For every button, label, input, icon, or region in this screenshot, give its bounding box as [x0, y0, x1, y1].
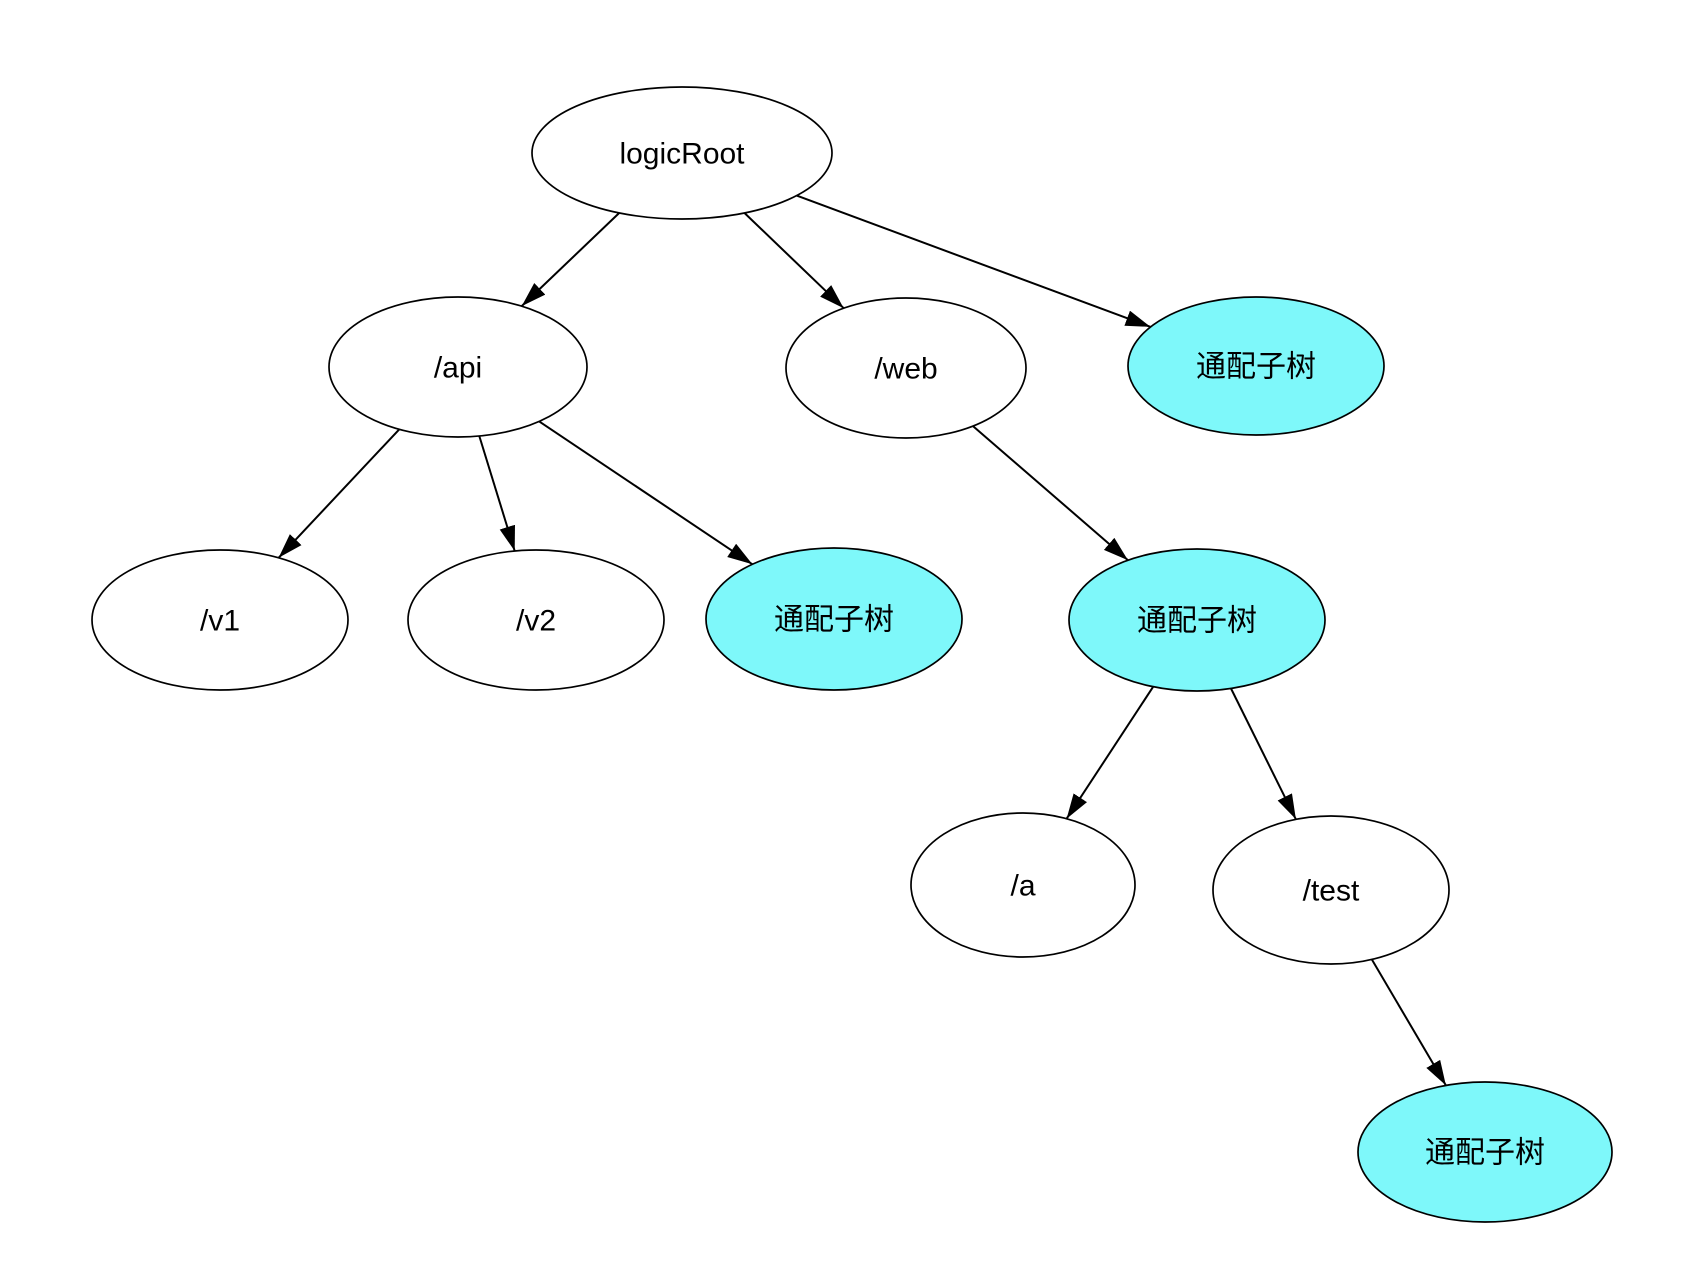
- tree-edge-api-to-wildcard-api: [538, 420, 753, 566]
- tree-edge-wildcard-web-to-a: [1065, 686, 1155, 820]
- tree-edge-wildcard-web-to-test: [1230, 688, 1297, 820]
- node-ellipse-wildcard-api: [705, 547, 963, 691]
- tree-node-logic-root: logicRoot: [531, 86, 833, 220]
- tree-edge-api-to-v2: [478, 435, 516, 552]
- node-ellipse-wildcard-top: [1127, 296, 1385, 436]
- tree-edge-api-to-v1: [277, 428, 401, 559]
- node-label-a: /a: [1010, 870, 1035, 903]
- node-ellipse-wildcard-web: [1068, 548, 1326, 692]
- tree-node-wildcard-api: 通配子树: [705, 547, 963, 691]
- tree-node-v1: /v1: [91, 549, 349, 691]
- node-ellipse-api: [328, 296, 588, 438]
- node-label-wildcard-api: 通配子树: [774, 604, 894, 637]
- node-ellipse-logic-root: [531, 86, 833, 220]
- tree-node-wildcard-test: 通配子树: [1357, 1081, 1613, 1223]
- tree-node-api: /api: [328, 296, 588, 438]
- node-label-v2: /v2: [516, 605, 556, 638]
- node-label-wildcard-top: 通配子树: [1196, 351, 1316, 384]
- node-label-test: /test: [1303, 875, 1360, 908]
- tree-node-wildcard-web: 通配子树: [1068, 548, 1326, 692]
- tree-node-wildcard-top: 通配子树: [1127, 296, 1385, 436]
- tree-node-test: /test: [1212, 815, 1450, 965]
- node-ellipse-test: [1212, 815, 1450, 965]
- node-label-api: /api: [434, 352, 482, 385]
- tree-node-a: /a: [910, 812, 1136, 958]
- node-ellipse-v2: [407, 549, 665, 691]
- tree-edge-test-to-wildcard-test: [1370, 958, 1447, 1086]
- tree-edge-logic-root-to-wildcard-top: [796, 194, 1151, 328]
- node-ellipse-v1: [91, 549, 349, 691]
- node-label-wildcard-test: 通配子树: [1425, 1137, 1545, 1170]
- tree-edge-web-to-wildcard-web: [972, 425, 1129, 561]
- node-ellipse-a: [910, 812, 1136, 958]
- node-ellipse-web: [785, 297, 1027, 439]
- node-ellipse-wildcard-test: [1357, 1081, 1613, 1223]
- tree-edge-logic-root-to-web: [743, 212, 845, 309]
- node-label-web: /web: [874, 353, 937, 386]
- tree-node-web: /web: [785, 297, 1027, 439]
- node-label-logic-root: logicRoot: [619, 138, 745, 171]
- node-label-wildcard-web: 通配子树: [1137, 605, 1257, 638]
- edges-layer: [277, 194, 1447, 1086]
- tree-edge-logic-root-to-api: [521, 212, 620, 307]
- node-label-v1: /v1: [200, 605, 240, 638]
- tree-node-v2: /v2: [407, 549, 665, 691]
